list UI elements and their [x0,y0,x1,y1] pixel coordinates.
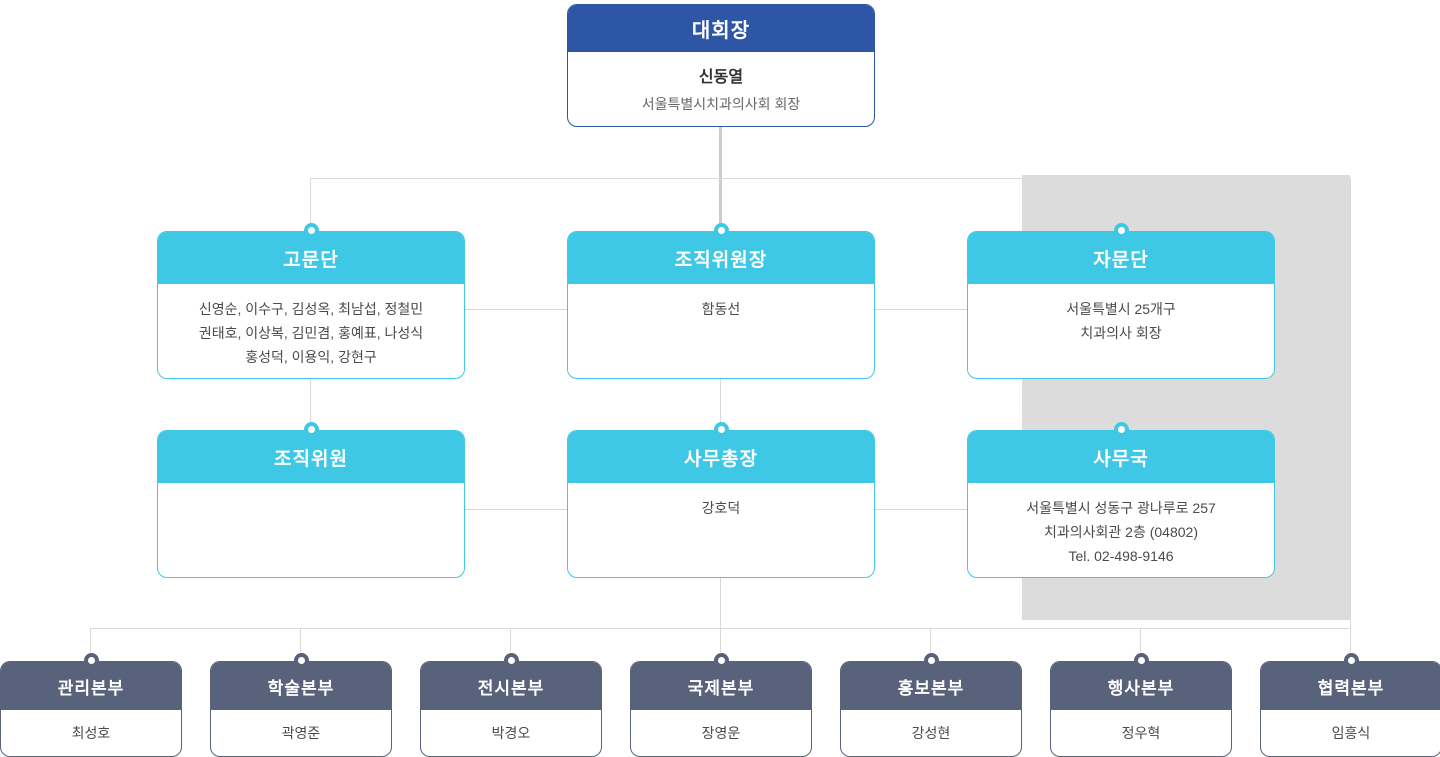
organizing-chair-title: 조직위원장 [568,232,874,284]
connector-line [463,309,567,310]
connector-line [720,576,721,628]
connector-line [463,509,567,510]
advisors-members-line: 홍성덕, 이용익, 강현구 [245,349,377,365]
exhibition-dept-box: 전시본부 박경오 [420,653,602,757]
international-dept-box: 국제본부 장영운 [630,653,812,757]
connector-line [310,377,311,423]
connector-dot-icon [504,653,519,668]
pr-dept-name: 강성현 [911,724,951,741]
cooperation-dept-box: 협력본부 임흥식 [1260,653,1440,757]
chairman-desc: 서울특별시치과의사회 회장 [641,96,801,112]
connector-line [720,377,721,423]
exhibition-dept-name: 박경오 [491,724,531,741]
connector-dot-icon [1344,653,1359,668]
organizing-members-title: 조직위원 [158,431,464,483]
connector-line [310,178,311,224]
connector-line [930,628,931,652]
connector-line [1140,628,1141,652]
secretary-general-name: 강호덕 [701,500,741,516]
cooperation-dept-title: 협력본부 [1261,662,1440,710]
secretariat-address-line: 치과의사회관 2층 (04802) [1044,524,1198,540]
secretariat-address-line: 서울특별시 성동구 광나루로 257 [1026,500,1216,516]
secretariat-title: 사무국 [968,431,1274,483]
events-dept-box: 행사본부 정우혁 [1050,653,1232,757]
connector-dot-icon [1114,223,1129,238]
international-dept-name: 장영운 [701,724,741,741]
connector-dot-icon [924,653,939,668]
connector-dot-icon [1134,653,1149,668]
academic-dept-box: 학술본부 곽영준 [210,653,392,757]
connector-line [310,178,1350,179]
secretariat-phone: Tel. 02-498-9146 [1068,548,1174,564]
organizing-chair-box: 조직위원장 함동선 [567,223,875,379]
secretary-general-box: 사무총장 강호덕 [567,422,875,578]
exhibition-dept-title: 전시본부 [421,662,601,710]
chairman-title: 대회장 [568,5,874,52]
connector-dot-icon [1114,422,1129,437]
connector-dot-icon [304,422,319,437]
connector-line [873,509,967,510]
connector-dot-icon [714,223,729,238]
consultants-desc-line: 치과의사 회장 [1080,325,1162,341]
advisors-members-line: 권태호, 이상복, 김민겸, 홍예표, 나성식 [198,325,424,341]
connector-line [90,628,91,652]
chairman-box: 대회장 신동열 서울특별시치과의사회 회장 [567,4,875,127]
advisors-box: 고문단 신영순, 이수구, 김성옥, 최남섭, 정철민 권태호, 이상복, 김민… [157,223,465,379]
connector-line [720,628,721,652]
management-dept-title: 관리본부 [1,662,181,710]
management-dept-box: 관리본부 최성호 [0,653,182,757]
pr-dept-title: 홍보본부 [841,662,1021,710]
pr-dept-box: 홍보본부 강성현 [840,653,1022,757]
events-dept-title: 행사본부 [1051,662,1231,710]
connector-line [719,125,722,225]
organizing-members-box: 조직위원 [157,422,465,578]
connector-dot-icon [714,422,729,437]
international-dept-title: 국제본부 [631,662,811,710]
connector-dot-icon [294,653,309,668]
advisors-members-line: 신영순, 이수구, 김성옥, 최남섭, 정철민 [198,301,424,317]
connector-line [873,309,967,310]
chairman-name: 신동열 [698,69,744,86]
academic-dept-name: 곽영준 [281,724,321,741]
connector-line [510,628,511,652]
advisors-title: 고문단 [158,232,464,284]
consultants-box: 자문단 서울특별시 25개구 치과의사 회장 [967,223,1275,379]
connector-line [1350,178,1351,652]
connector-dot-icon [714,653,729,668]
cooperation-dept-name: 임흥식 [1331,724,1371,741]
organizing-chair-name: 함동선 [701,301,741,317]
secretary-general-title: 사무총장 [568,431,874,483]
consultants-title: 자문단 [968,232,1274,284]
connector-dot-icon [304,223,319,238]
secretariat-box: 사무국 서울특별시 성동구 광나루로 257 치과의사회관 2층 (04802)… [967,422,1275,578]
academic-dept-title: 학술본부 [211,662,391,710]
consultants-desc-line: 서울특별시 25개구 [1066,301,1176,317]
management-dept-name: 최성호 [71,724,111,741]
connector-dot-icon [84,653,99,668]
connector-line [300,628,301,652]
events-dept-name: 정우혁 [1121,724,1161,741]
